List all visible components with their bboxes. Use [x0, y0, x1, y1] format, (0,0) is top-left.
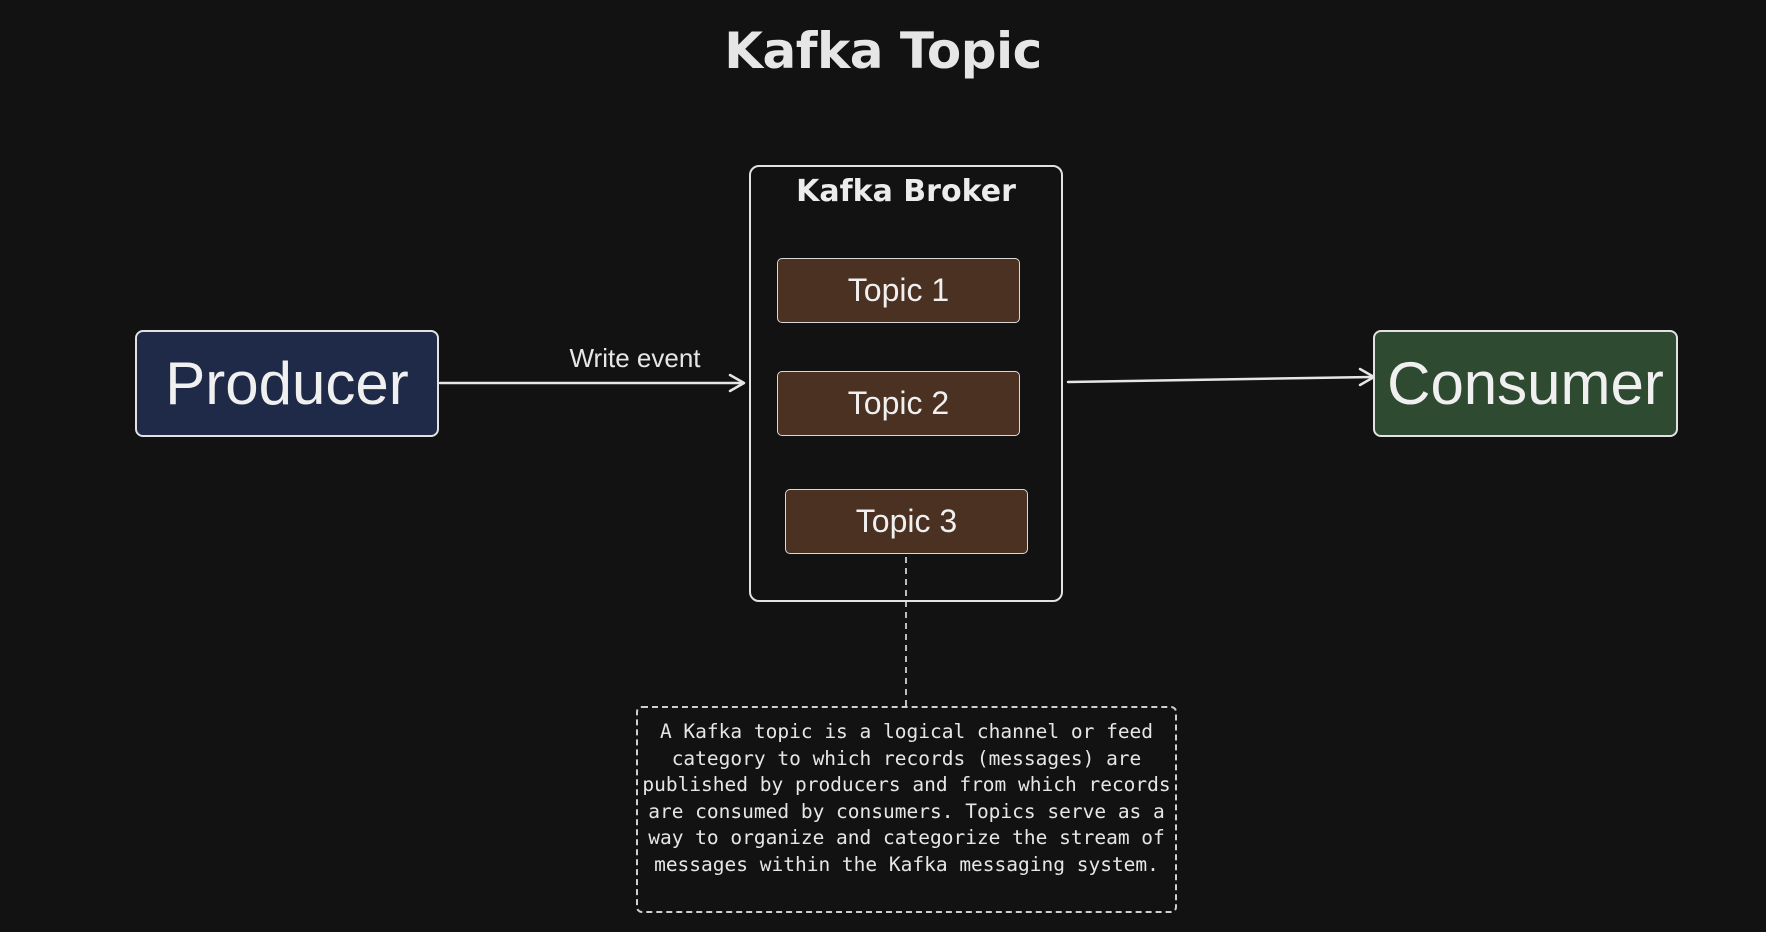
- consumer-node[interactable]: Consumer: [1373, 330, 1678, 437]
- topic-2-node[interactable]: Topic 2: [777, 371, 1020, 436]
- page-title: Kafka Topic: [724, 22, 1042, 80]
- consume-arrow: [1066, 367, 1376, 387]
- topic-1-node[interactable]: Topic 1: [777, 258, 1020, 323]
- topic-3-node[interactable]: Topic 3: [785, 489, 1028, 554]
- kafka-broker-label: Kafka Broker: [796, 174, 1016, 209]
- topic-description-note: A Kafka topic is a logical channel or fe…: [636, 706, 1177, 913]
- write-event-arrow: [438, 373, 746, 393]
- kafka-broker-node[interactable]: [749, 165, 1063, 602]
- write-event-label: Write event: [569, 343, 701, 373]
- producer-node[interactable]: Producer: [135, 330, 439, 437]
